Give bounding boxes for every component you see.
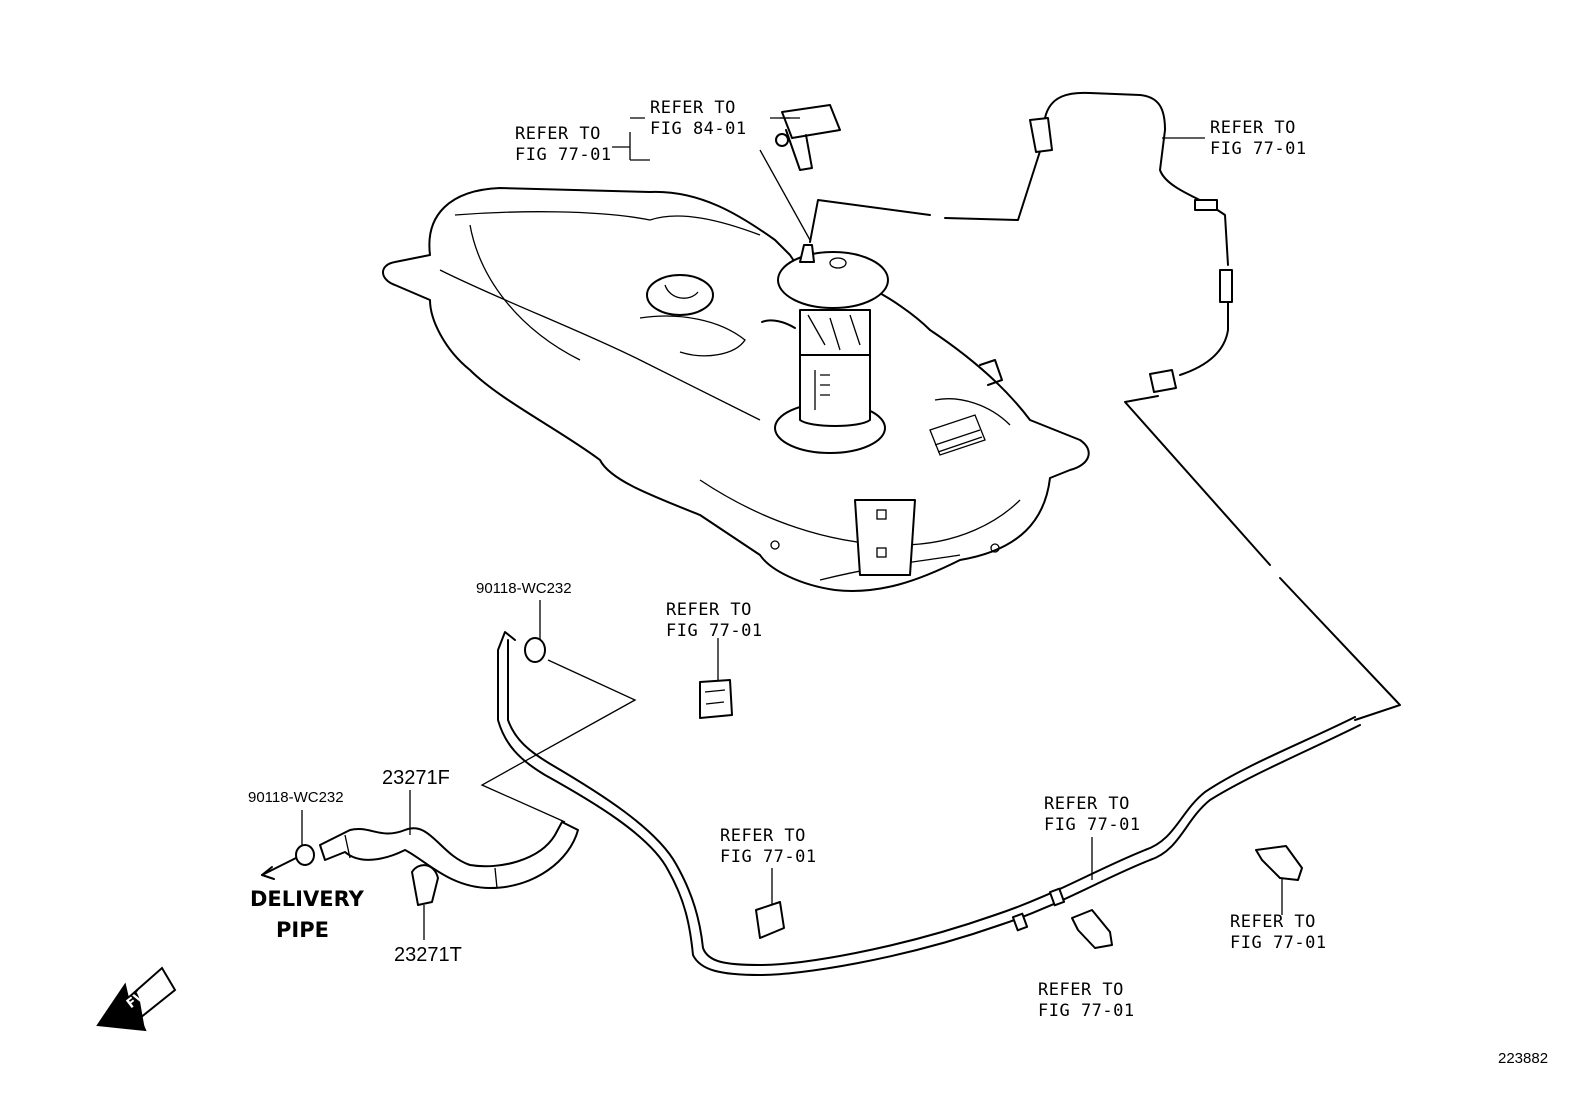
hose-23271F [319, 790, 579, 889]
fuel-tank [382, 187, 1090, 592]
connector-77-01 [699, 679, 733, 719]
part-number-clip: 23271T [394, 944, 462, 966]
upper-harness [809, 91, 1401, 721]
clamp-upper [480, 600, 637, 823]
fuel-pump-assembly [761, 244, 889, 427]
bracket-84-01 [770, 104, 841, 171]
pipe-clip-mid [755, 901, 785, 939]
ref-label-clip-bottom: REFER TO FIG 77-01 [1038, 980, 1135, 1021]
clip-23271T [411, 864, 439, 940]
pipe-clip-right [1255, 845, 1303, 881]
delivery-pipe-label: DELIVERY PIPE [250, 887, 364, 942]
figure-number: 223882 [1498, 1050, 1549, 1067]
clamp-lower [261, 810, 315, 880]
fwd-arrow-icon [96, 966, 177, 1032]
ref-label-84-01: REFER TO FIG 84-01 [650, 98, 747, 139]
pipe-clip-bottom [1071, 909, 1113, 949]
ref-label-clip-mid: REFER TO FIG 77-01 [720, 826, 817, 867]
ref-label-clip-right: REFER TO FIG 77-01 [1230, 912, 1327, 953]
part-number-clamp-lower: 90118-WC232 [248, 789, 344, 806]
ref-label-top-right: REFER TO FIG 77-01 [1210, 118, 1307, 159]
part-number-clamp-upper: 90118-WC232 [476, 580, 572, 597]
fuel-pipe [497, 631, 1361, 976]
part-number-hose: 23271F [382, 767, 450, 789]
ref-label-pipe: REFER TO FIG 77-01 [1044, 794, 1141, 835]
ref-label-connector: REFER TO FIG 77-01 [666, 600, 763, 641]
ref-label-pump: REFER TO FIG 77-01 [515, 124, 612, 165]
